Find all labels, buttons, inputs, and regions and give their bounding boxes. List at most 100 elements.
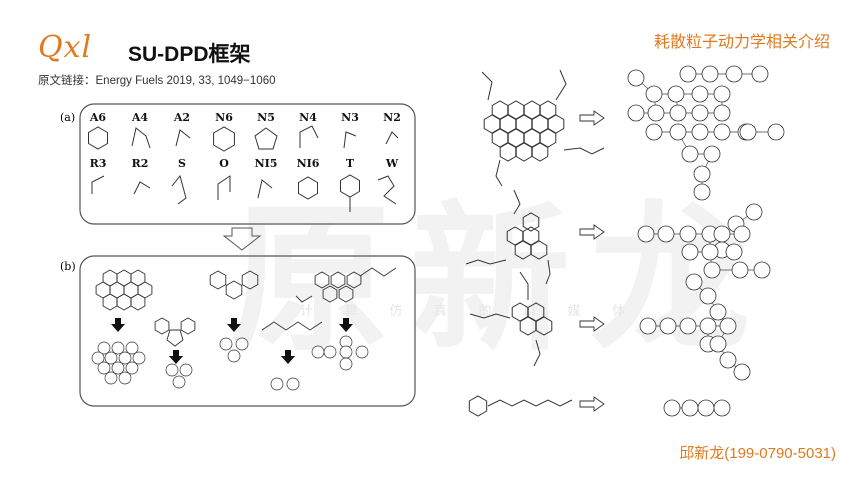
bead (713, 123, 731, 141)
resin-ring (522, 212, 540, 232)
reference-link[interactable]: 原文链接：Energy Fuels 2019, 33, 1049−1060 (38, 75, 276, 87)
bead-type-label: R3 (90, 157, 107, 170)
aromatic-ring (519, 316, 537, 336)
bead-type-label: R2 (132, 157, 149, 170)
bead (681, 145, 699, 163)
bead (679, 225, 697, 243)
bead (219, 337, 233, 351)
bead (713, 85, 731, 103)
bead (627, 69, 645, 87)
bead (669, 123, 687, 141)
down-arrow-small (169, 350, 183, 364)
pyrene-ring (338, 285, 354, 303)
bead (681, 399, 699, 417)
saturate-bead-map (663, 399, 731, 417)
bead (679, 65, 697, 83)
side-chain (533, 339, 541, 367)
bead (709, 335, 727, 353)
bead-type-label: N5 (257, 111, 275, 124)
coronene-ring (102, 293, 118, 311)
bead (663, 399, 681, 417)
bead (725, 65, 743, 83)
bead (691, 85, 709, 103)
bead (132, 351, 146, 365)
bead (323, 345, 337, 359)
bead (647, 104, 665, 122)
resin-ring (514, 240, 532, 260)
watermark: 原新龙 (230, 186, 771, 373)
bead (639, 317, 657, 335)
n4-structure-icon (299, 125, 319, 148)
n3-structure-icon (343, 131, 357, 149)
bead (739, 123, 757, 141)
bead (719, 317, 737, 335)
bead (733, 363, 751, 381)
bead (339, 345, 353, 359)
bead (669, 104, 687, 122)
bead (104, 371, 118, 385)
bead (339, 357, 353, 371)
r3-structure-icon (91, 175, 105, 194)
benzene-icon (88, 126, 108, 150)
bead (691, 123, 709, 141)
right-arrow (579, 110, 605, 126)
side-chain (465, 259, 507, 265)
molecule-structures (465, 69, 605, 417)
down-arrow-small (281, 350, 295, 364)
asphaltene-ring (547, 114, 565, 134)
bead (125, 341, 139, 355)
asphaltene-ring (515, 142, 533, 162)
coronene-ring (116, 293, 132, 311)
panel-b-molecules (95, 267, 397, 364)
aromatic-bead-map (639, 273, 751, 381)
bead (645, 85, 663, 103)
bead-type-label: N3 (341, 111, 359, 124)
side-chain (545, 259, 551, 285)
bead (691, 104, 709, 122)
bead (701, 65, 719, 83)
topic-title: 耗散粒子动力学相关介绍 (653, 34, 830, 51)
bead (713, 399, 731, 417)
bead (713, 104, 731, 122)
bead (645, 123, 663, 141)
bead (751, 65, 769, 83)
panel-b-label: (b) (60, 260, 76, 273)
bead (699, 287, 717, 305)
bead-type-label: T (346, 157, 355, 170)
toluene-icon (340, 174, 360, 198)
bead (91, 351, 105, 365)
down-arrow-small (339, 318, 353, 332)
ni5-structure-icon (257, 179, 273, 199)
bead (701, 243, 719, 261)
thiophene-ring (166, 329, 184, 347)
bead (637, 225, 655, 243)
down-arrow (222, 227, 262, 251)
bead-type-label: N6 (215, 111, 233, 124)
pyrene-ring (346, 271, 362, 289)
bead (118, 371, 132, 385)
bead (745, 203, 763, 221)
bead (713, 225, 731, 243)
ni6-structure-icon (298, 176, 318, 200)
bead (767, 123, 785, 141)
logo: Qxl (38, 30, 93, 65)
bead (627, 104, 645, 122)
down-arrow-small (111, 318, 125, 332)
water-structure-icon (377, 175, 397, 205)
pyrene-ring (322, 285, 338, 303)
bead-type-label: NI5 (255, 157, 278, 170)
bead (172, 375, 186, 389)
asphaltene-bead-map (627, 65, 785, 201)
asphaltene-ring (539, 128, 557, 148)
bead (685, 273, 703, 291)
s-structure-icon (171, 174, 187, 205)
bead (118, 351, 132, 365)
bead-type-label: N2 (383, 111, 401, 124)
bead (719, 351, 737, 369)
bead (693, 183, 711, 201)
bead (703, 145, 721, 163)
bead (270, 377, 284, 391)
bead (659, 317, 677, 335)
